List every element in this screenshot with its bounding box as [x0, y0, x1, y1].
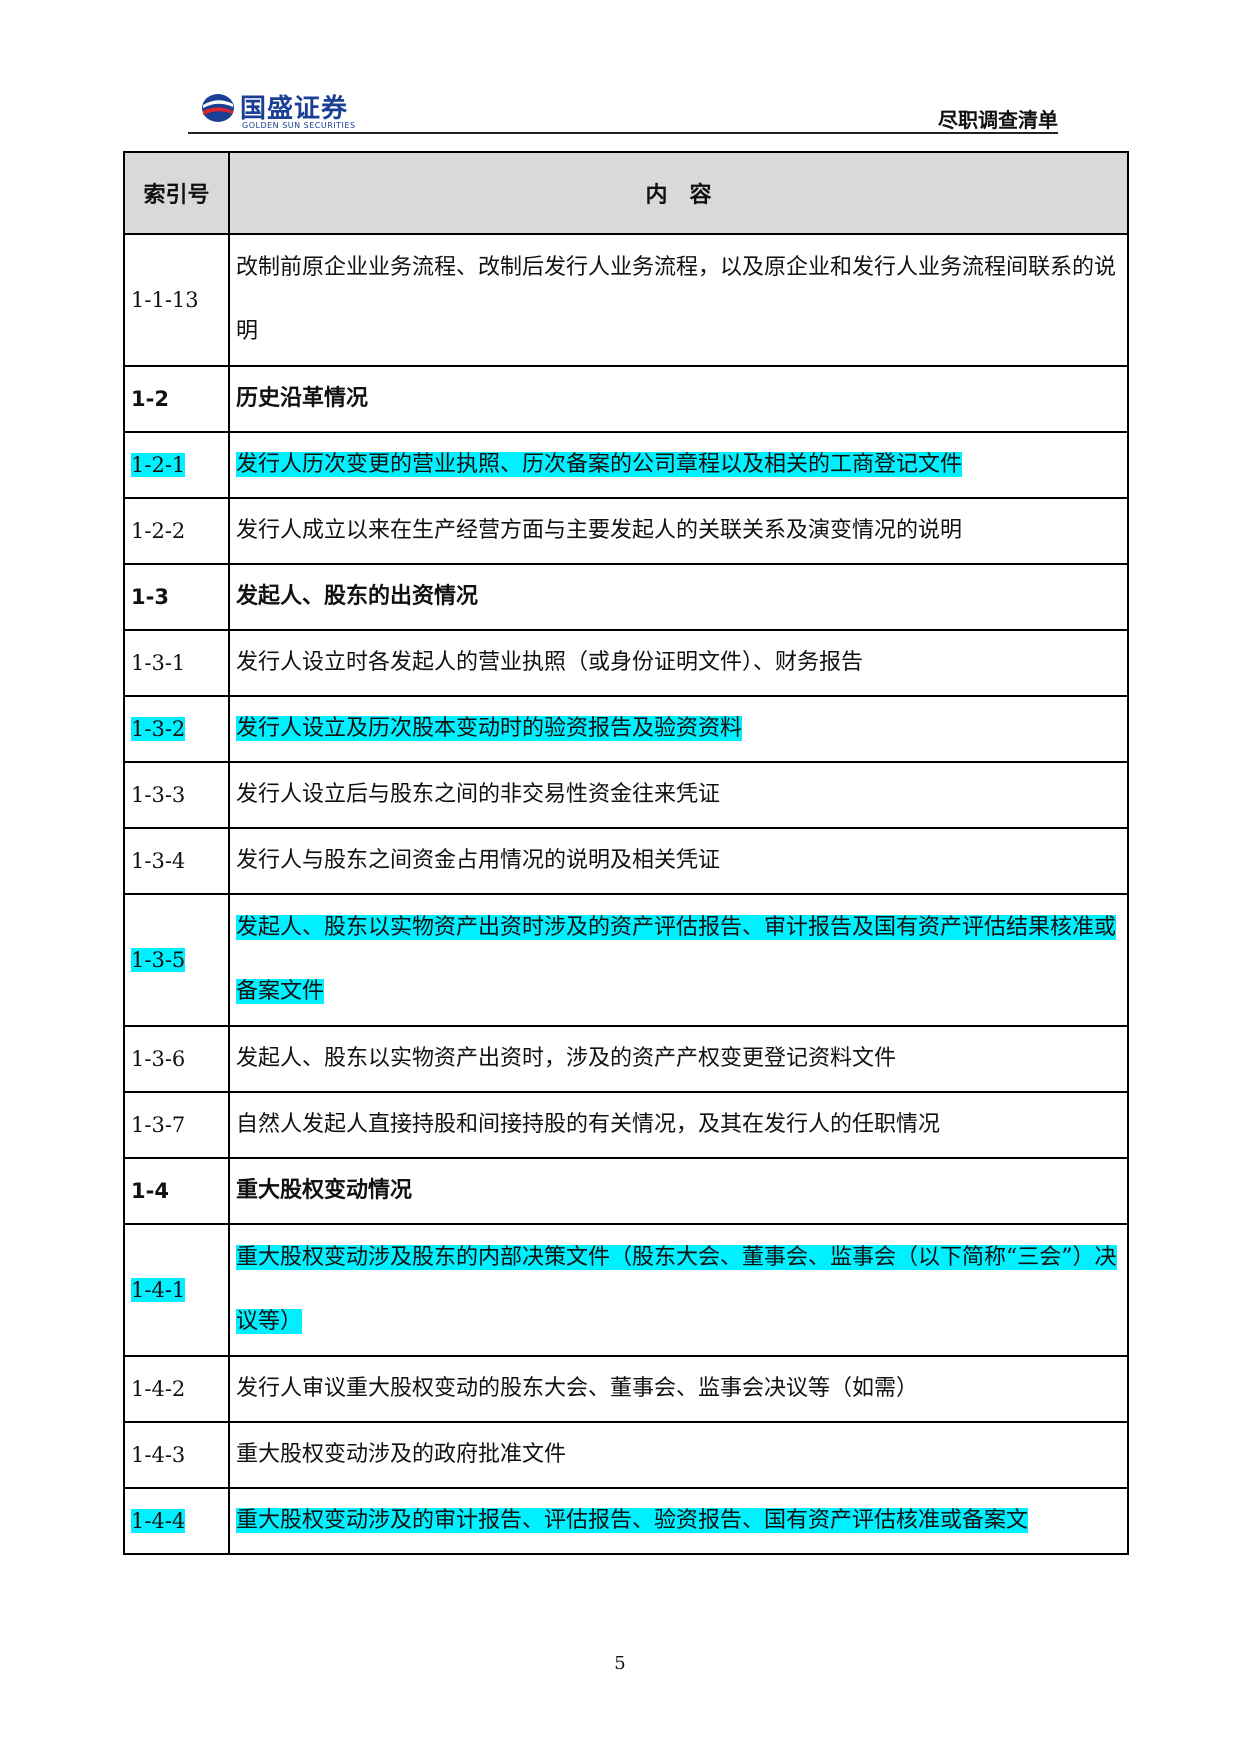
content-cell: 发起人、股东以实物资产出资时涉及的资产评估报告、审计报告及国有资产评估结果核准或…: [228, 893, 1129, 1027]
content-cell: 发行人审议重大股权变动的股东大会、董事会、监事会决议等（如需）: [228, 1355, 1129, 1423]
page-number: 5: [614, 1653, 626, 1674]
section-row: 1-4 重大股权变动情况: [123, 1157, 1129, 1225]
header-divider: [188, 132, 1058, 134]
content-cell: 发行人与股东之间资金占用情况的说明及相关凭证: [228, 827, 1129, 895]
table-header-row: 索引号 内 容: [123, 151, 1129, 235]
content-cell: 发行人历次变更的营业执照、历次备案的公司章程以及相关的工商登记文件: [228, 431, 1129, 499]
content-cell: 重大股权变动涉及股东的内部决策文件（股东大会、董事会、监事会（以下简称“三会”）…: [228, 1223, 1129, 1357]
logo-chinese-name: 国盛证券: [240, 94, 349, 124]
content-text: 发行人与股东之间资金占用情况的说明及相关凭证: [236, 848, 721, 873]
index-text: 1-3-1: [131, 651, 186, 675]
table-row: 1-3-2 发行人设立及历次股本变动时的验资报告及验资资料: [123, 695, 1129, 763]
due-diligence-table: 索引号 内 容 1-1-13 改制前原企业业务流程、改制后发行人业务流程，以及原企…: [123, 151, 1129, 1555]
content-cell: 重大股权变动涉及的审计报告、评估报告、验资报告、国有资产评估核准或备案文: [228, 1487, 1129, 1555]
table-row: 1-3-3 发行人设立后与股东之间的非交易性资金往来凭证: [123, 761, 1129, 829]
content-text: 发行人历次变更的营业执照、历次备案的公司章程以及相关的工商登记文件: [236, 452, 963, 477]
content-text: 自然人发起人直接持股和间接持股的有关情况，及其在发行人的任职情况: [236, 1112, 941, 1137]
table-row: 1-3-6 发起人、股东以实物资产出资时，涉及的资产产权变更登记资料文件: [123, 1025, 1129, 1093]
index-text: 1-3-5: [131, 948, 186, 972]
index-cell: 1-4-2: [123, 1355, 230, 1423]
index-text: 1-4: [131, 1179, 169, 1203]
index-cell: 1-3: [123, 563, 230, 631]
content-text: 发起人、股东的出资情况: [236, 584, 479, 609]
index-text: 1-2: [131, 387, 169, 411]
table-row: 1-3-7 自然人发起人直接持股和间接持股的有关情况，及其在发行人的任职情况: [123, 1091, 1129, 1159]
content-text: 重大股权变动情况: [236, 1178, 413, 1203]
company-logo: 国盛证券 GOLDEN SUN SECURITIES: [200, 88, 370, 130]
table-row: 1-1-13 改制前原企业业务流程、改制后发行人业务流程，以及原企业和发行人业务流…: [123, 233, 1129, 367]
index-text: 1-4-4: [131, 1509, 186, 1533]
table-row: 1-4-2 发行人审议重大股权变动的股东大会、董事会、监事会决议等（如需）: [123, 1355, 1129, 1423]
content-cell: 重大股权变动情况: [228, 1157, 1129, 1225]
content-cell: 自然人发起人直接持股和间接持股的有关情况，及其在发行人的任职情况: [228, 1091, 1129, 1159]
index-text: 1-3: [131, 585, 169, 609]
content-text: 发行人审议重大股权变动的股东大会、董事会、监事会决议等（如需）: [236, 1376, 919, 1401]
content-cell: 发行人成立以来在生产经营方面与主要发起人的关联关系及演变情况的说明: [228, 497, 1129, 565]
content-cell: 重大股权变动涉及的政府批准文件: [228, 1421, 1129, 1489]
content-cell: 发行人设立时各发起人的营业执照（或身份证明文件）、财务报告: [228, 629, 1129, 697]
index-cell: 1-2: [123, 365, 230, 433]
table-row: 1-4-3 重大股权变动涉及的政府批准文件: [123, 1421, 1129, 1489]
table-row: 1-2-1 发行人历次变更的营业执照、历次备案的公司章程以及相关的工商登记文件: [123, 431, 1129, 499]
table-row: 1-4-1 重大股权变动涉及股东的内部决策文件（股东大会、董事会、监事会（以下简称…: [123, 1223, 1129, 1357]
index-text: 1-3-4: [131, 849, 186, 873]
column-header-content: 内 容: [228, 151, 1129, 235]
index-cell: 1-4: [123, 1157, 230, 1225]
index-cell: 1-4-3: [123, 1421, 230, 1489]
index-text: 1-2-2: [131, 519, 186, 543]
page-header: 国盛证券 GOLDEN SUN SECURITIES 尽职调查清单: [188, 78, 1058, 134]
index-cell: 1-4-4: [123, 1487, 230, 1555]
table-body: 1-1-13 改制前原企业业务流程、改制后发行人业务流程，以及原企业和发行人业务流…: [123, 233, 1129, 1555]
content-text: 改制前原企业业务流程、改制后发行人业务流程，以及原企业和发行人业务流程间联系的说…: [236, 255, 1117, 344]
table-row: 1-3-1 发行人设立时各发起人的营业执照（或身份证明文件）、财务报告: [123, 629, 1129, 697]
content-text: 发行人设立后与股东之间的非交易性资金往来凭证: [236, 782, 721, 807]
index-cell: 1-3-2: [123, 695, 230, 763]
content-text: 重大股权变动涉及股东的内部决策文件（股东大会、董事会、监事会（以下简称“三会”）…: [236, 1245, 1117, 1334]
index-cell: 1-3-6: [123, 1025, 230, 1093]
logo-mark-icon: [202, 94, 234, 122]
index-cell: 1-2-2: [123, 497, 230, 565]
index-cell: 1-1-13: [123, 233, 230, 367]
content-cell: 改制前原企业业务流程、改制后发行人业务流程，以及原企业和发行人业务流程间联系的说…: [228, 233, 1129, 367]
document-title: 尽职调查清单: [938, 108, 1058, 132]
content-text: 重大股权变动涉及的审计报告、评估报告、验资报告、国有资产评估核准或备案文: [236, 1508, 1029, 1533]
section-row: 1-2 历史沿革情况: [123, 365, 1129, 433]
content-text: 发起人、股东以实物资产出资时涉及的资产评估报告、审计报告及国有资产评估结果核准或…: [236, 915, 1117, 1004]
content-text: 发行人成立以来在生产经营方面与主要发起人的关联关系及演变情况的说明: [236, 518, 963, 543]
index-text: 1-3-3: [131, 783, 186, 807]
index-cell: 1-3-5: [123, 893, 230, 1027]
table-row: 1-3-4 发行人与股东之间资金占用情况的说明及相关凭证: [123, 827, 1129, 895]
index-cell: 1-3-4: [123, 827, 230, 895]
index-text: 1-4-2: [131, 1377, 186, 1401]
index-cell: 1-2-1: [123, 431, 230, 499]
content-text: 发起人、股东以实物资产出资时，涉及的资产产权变更登记资料文件: [236, 1046, 897, 1071]
table-row: 1-3-5 发起人、股东以实物资产出资时涉及的资产评估报告、审计报告及国有资产评估…: [123, 893, 1129, 1027]
index-text: 1-2-1: [131, 453, 186, 477]
section-row: 1-3 发起人、股东的出资情况: [123, 563, 1129, 631]
index-text: 1-4-1: [131, 1278, 186, 1302]
content-cell: 发行人设立后与股东之间的非交易性资金往来凭证: [228, 761, 1129, 829]
index-text: 1-3-7: [131, 1113, 186, 1137]
content-text: 重大股权变动涉及的政府批准文件: [236, 1442, 567, 1467]
index-cell: 1-3-7: [123, 1091, 230, 1159]
table-row: 1-2-2 发行人成立以来在生产经营方面与主要发起人的关联关系及演变情况的说明: [123, 497, 1129, 565]
column-header-index: 索引号: [123, 151, 230, 235]
content-cell: 发起人、股东以实物资产出资时，涉及的资产产权变更登记资料文件: [228, 1025, 1129, 1093]
content-text: 历史沿革情况: [236, 386, 369, 411]
index-cell: 1-4-1: [123, 1223, 230, 1357]
index-cell: 1-3-3: [123, 761, 230, 829]
logo-english-name: GOLDEN SUN SECURITIES: [242, 121, 356, 130]
index-text: 1-3-6: [131, 1047, 186, 1071]
content-cell: 历史沿革情况: [228, 365, 1129, 433]
content-cell: 发行人设立及历次股本变动时的验资报告及验资资料: [228, 695, 1129, 763]
content-text: 发行人设立及历次股本变动时的验资报告及验资资料: [236, 716, 743, 741]
index-text: 1-4-3: [131, 1443, 186, 1467]
content-cell: 发起人、股东的出资情况: [228, 563, 1129, 631]
index-text: 1-1-13: [131, 288, 199, 312]
index-cell: 1-3-1: [123, 629, 230, 697]
table-row: 1-4-4 重大股权变动涉及的审计报告、评估报告、验资报告、国有资产评估核准或备案…: [123, 1487, 1129, 1555]
index-text: 1-3-2: [131, 717, 186, 741]
content-text: 发行人设立时各发起人的营业执照（或身份证明文件）、财务报告: [236, 650, 864, 675]
